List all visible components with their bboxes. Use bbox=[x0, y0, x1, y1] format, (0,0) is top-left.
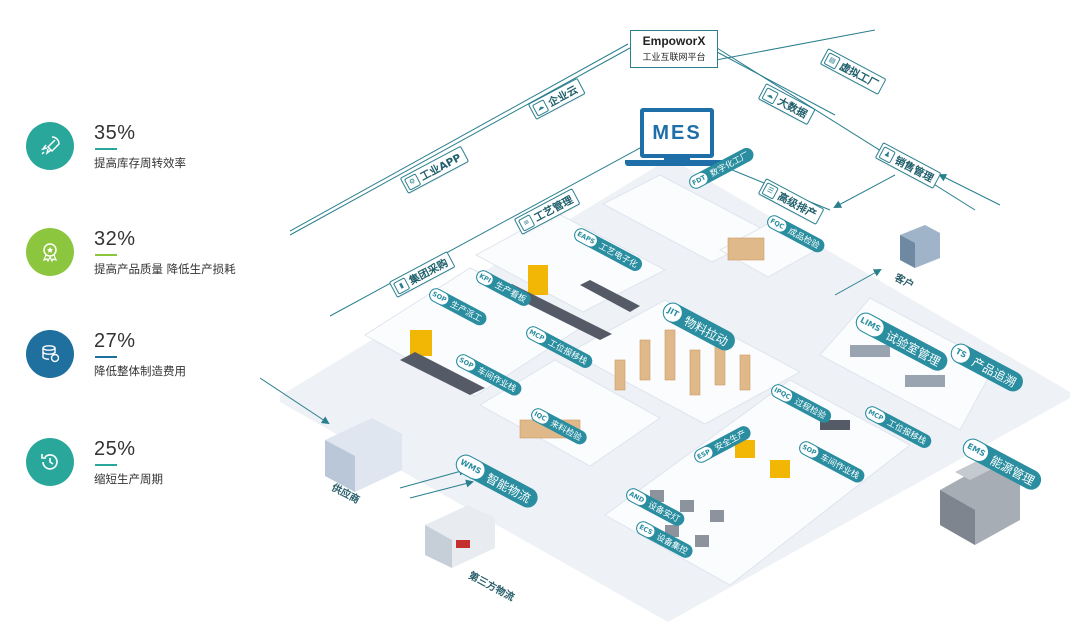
monitor-base bbox=[625, 160, 729, 166]
divider bbox=[95, 356, 117, 358]
zone-assembly bbox=[474, 211, 667, 313]
stat-percent: 27% bbox=[94, 330, 136, 352]
stat-description: 提高库存周转效率 bbox=[94, 156, 186, 170]
platform-subtitle: 工业互联网平台 bbox=[642, 53, 706, 63]
production-line-art bbox=[400, 265, 640, 395]
lims-lab-art bbox=[850, 345, 945, 387]
divider bbox=[95, 148, 117, 150]
stat-percent: 35% bbox=[94, 122, 136, 144]
award-badge-icon bbox=[26, 228, 74, 276]
cloud-icon: ☁ bbox=[531, 98, 550, 117]
divider bbox=[95, 254, 117, 256]
stat-percent: 25% bbox=[94, 438, 136, 460]
stat-inventory: 35% 提高库存周转效率 bbox=[26, 122, 286, 182]
stat-cycle: 25% 缩短生产周期 bbox=[26, 438, 286, 498]
stat-description: 降低整体制造费用 bbox=[94, 364, 186, 378]
platform-box: EmpoworX 工业互联网平台 bbox=[630, 30, 718, 68]
bar-chart-icon: ▮ bbox=[392, 276, 411, 295]
platform-brand: EmpoworX bbox=[642, 34, 706, 48]
coins-icon bbox=[26, 330, 74, 378]
list-icon: ≡ bbox=[517, 213, 536, 232]
app-icon: ⚙ bbox=[403, 172, 422, 191]
monitor-stand bbox=[664, 154, 690, 160]
divider bbox=[95, 464, 117, 466]
stat-description: 缩短生产周期 bbox=[94, 472, 163, 486]
zone-workshop bbox=[604, 379, 911, 586]
rocket-icon bbox=[26, 122, 74, 170]
customer-building-art bbox=[900, 225, 940, 268]
stat-percent: 32% bbox=[94, 228, 136, 250]
logistics-building-art bbox=[425, 505, 495, 568]
mes-monitor: MES bbox=[640, 108, 714, 158]
stat-cost: 27% 降低整体制造费用 bbox=[26, 330, 286, 390]
stat-description: 提高产品质量 降低生产损耗 bbox=[94, 262, 236, 276]
stat-quality: 32% 提高产品质量 降低生产损耗 bbox=[26, 228, 286, 288]
history-clock-icon bbox=[26, 438, 74, 486]
supplier-building-art bbox=[325, 418, 402, 492]
